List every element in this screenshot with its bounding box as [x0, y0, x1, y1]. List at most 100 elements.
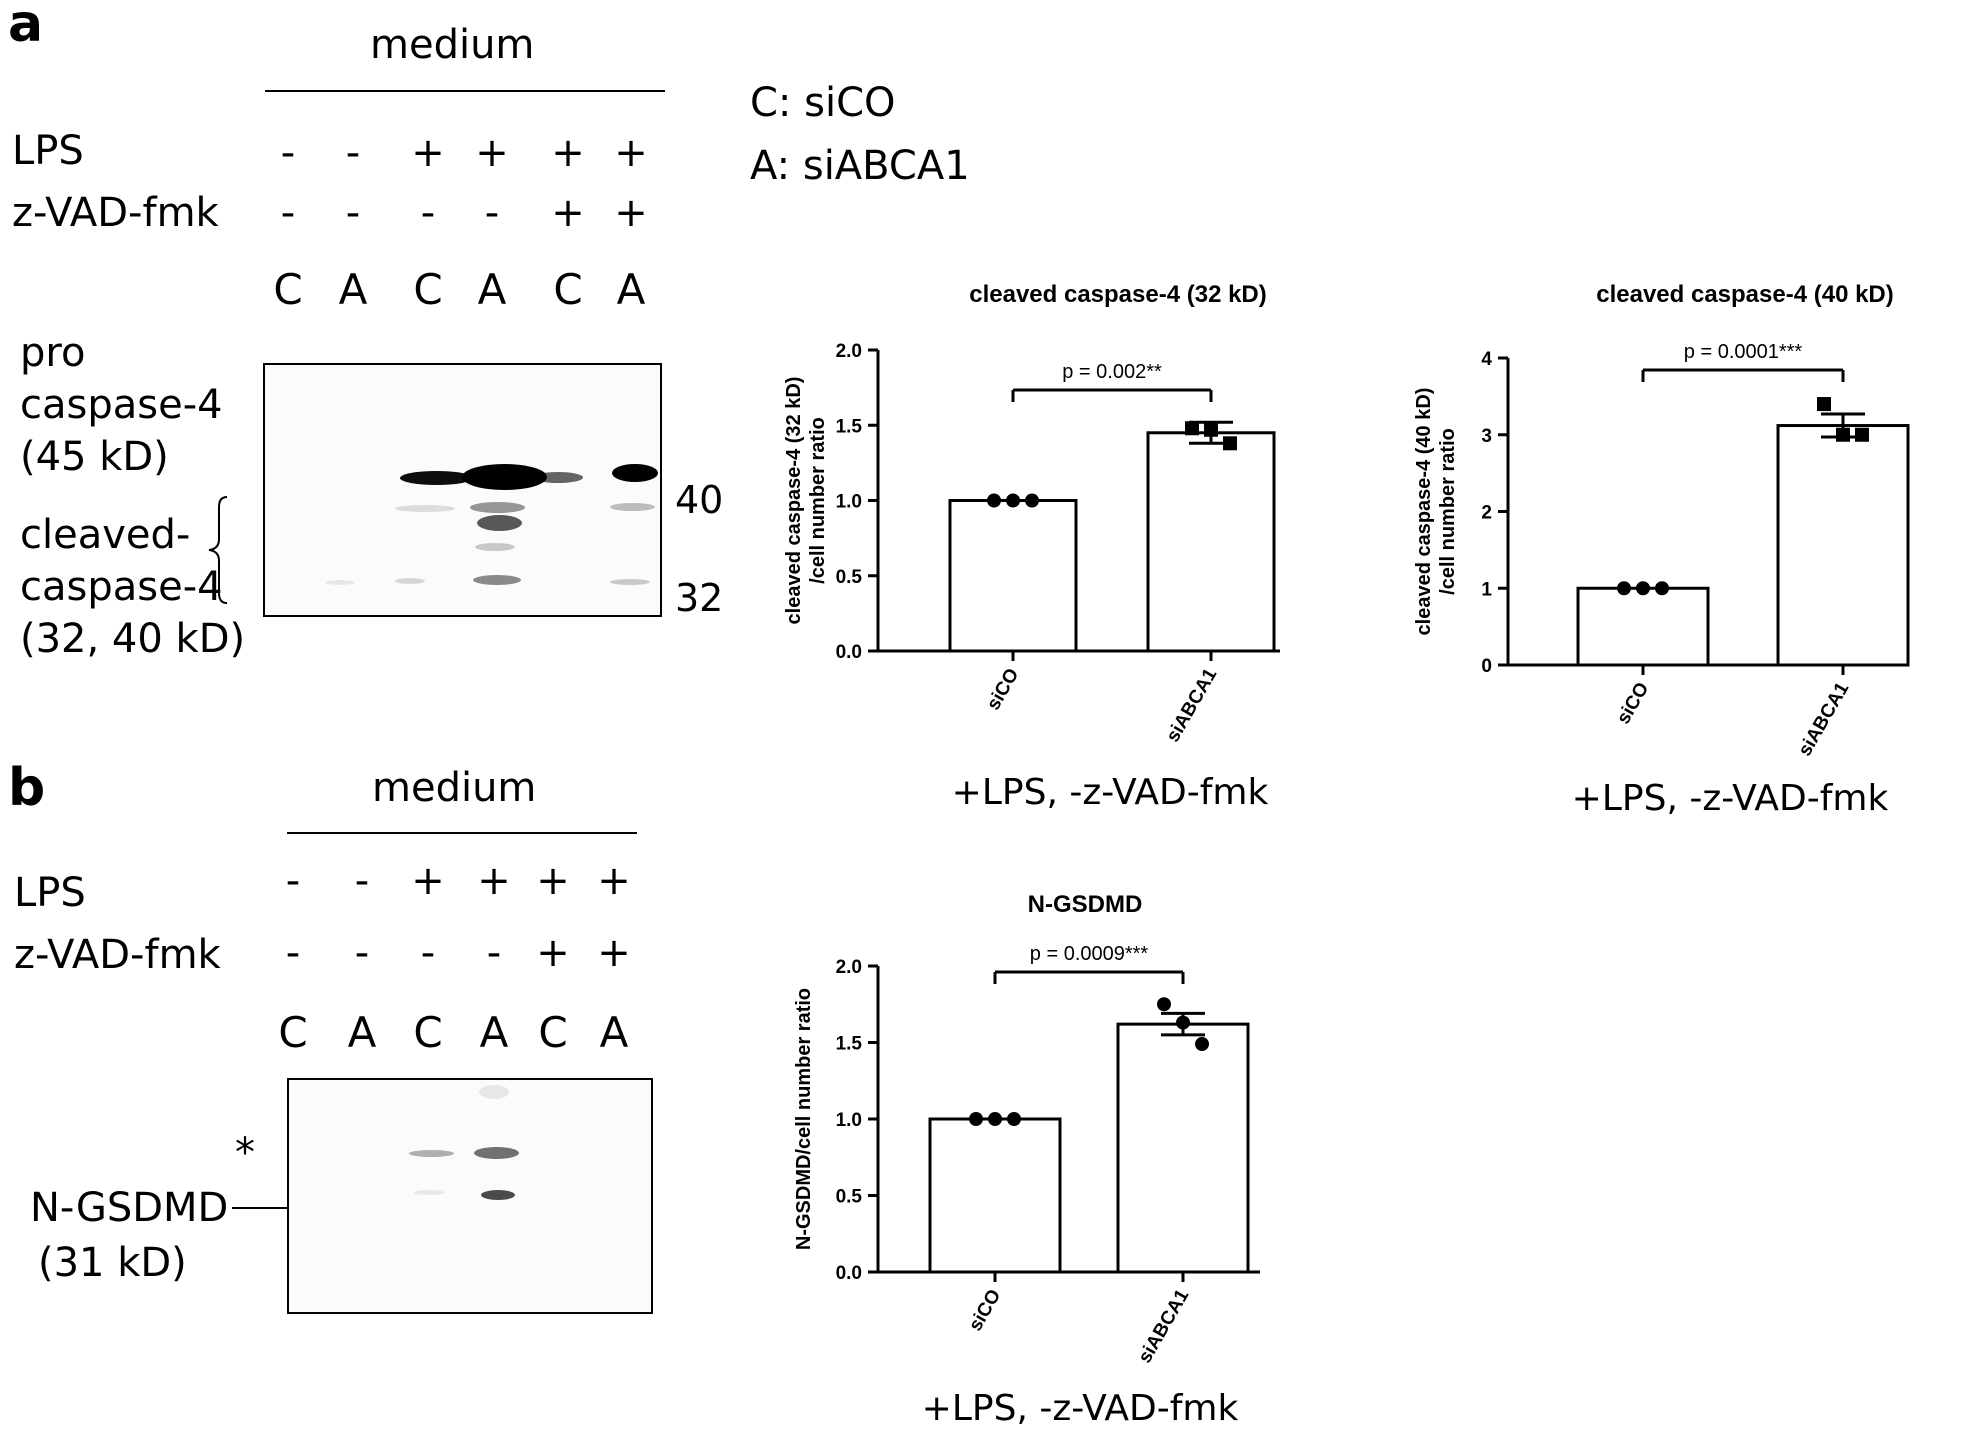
- chart-2-point-0-0: [969, 1112, 983, 1126]
- chart-cleaved-caspase-4-40kd: cleaved caspase-4 (40 kD) 0 1 2 3 4 cleaved ca…: [1413, 281, 1910, 760]
- chart-2-point-0-1: [988, 1112, 1002, 1126]
- chart-0-point-0-2: [1025, 493, 1039, 508]
- chart-1-ytick-label-4: 4: [1481, 349, 1492, 370]
- panel-b-lps-sign-5: +: [597, 858, 631, 904]
- pro-caspase-label-3: (45 kD): [20, 434, 169, 480]
- chart-1-title: cleaved caspase-4 (40 kD): [1596, 281, 1894, 308]
- chart-2-ytick-label-0: 0.0: [836, 1263, 862, 1284]
- chart-2-ylabel-1: N-GSDMD/cell number ratio: [793, 988, 815, 1250]
- cleaved-bracket: [208, 496, 228, 604]
- panel-b-lane-5: A: [599, 1008, 629, 1057]
- chart-2-ytick-label-3: 1.5: [836, 1034, 863, 1055]
- chart-2-title: N-GSDMD: [1028, 891, 1143, 918]
- chart-2-point-1-0: [1157, 997, 1171, 1012]
- chart-0-bar-0: [948, 499, 1078, 653]
- panel-a-lps-sign-4: +: [551, 130, 585, 176]
- n-gsdmd-label-2: (31 kD): [38, 1240, 187, 1286]
- legend-a: A: siABCA1: [750, 143, 970, 189]
- marker-40: 40: [675, 478, 724, 522]
- chart-2-bar-0: [928, 1117, 1062, 1274]
- panel-a-lps-sign-2: +: [411, 130, 445, 176]
- chart-0-ytick-label-0: 0.0: [836, 642, 862, 663]
- marker-32: 32: [675, 576, 724, 620]
- chart-0-point-1-0: [1185, 421, 1199, 436]
- chart-0-bar-1: [1146, 431, 1276, 653]
- panel-b-zvad-sign-0: -: [285, 930, 301, 976]
- chart-2-xtick-label-1: siABCA1: [1134, 1286, 1193, 1367]
- caspase-4-blot: [263, 363, 662, 617]
- panel-a-lps-sign-3: +: [475, 130, 509, 176]
- panel-b-lane-2: C: [413, 1008, 443, 1057]
- panel-b-lps-sign-4: +: [536, 858, 570, 904]
- chart-1-ytick-label-2: 2: [1481, 503, 1492, 524]
- panel-b-lps-row-label: LPS: [14, 870, 86, 916]
- chart-0-ytick-label-1: 0.5: [836, 567, 863, 588]
- chart-2-ytick-label-2: 1.0: [836, 1110, 862, 1131]
- chart-0-point-1-1: [1204, 422, 1218, 437]
- chart-1-xtick-label-1: siABCA1: [1794, 679, 1853, 760]
- chart-1-caption: +LPS, -z-VAD-fmk: [1571, 778, 1889, 819]
- chart-2-bar-1: [1116, 1022, 1250, 1274]
- panel-b-lane-0: C: [278, 1008, 308, 1057]
- chart-0-point-0-0: [987, 493, 1001, 508]
- chart-0-pvalue: p = 0.002**: [1062, 361, 1162, 383]
- chart-0-point-0-1: [1006, 493, 1020, 508]
- panel-a-lane-2: C: [413, 265, 443, 314]
- cleaved-caspase-label-1: cleaved-: [20, 512, 191, 558]
- panel-b-lane-1: A: [347, 1008, 377, 1057]
- panel-b-medium-line: [287, 832, 637, 834]
- chart-1-ylabel-2: /cell number ratio: [1437, 428, 1459, 595]
- cleaved-caspase-label-3: (32, 40 kD): [20, 616, 246, 662]
- chart-0-ylabel-1: cleaved caspase-4 (32 kD): [783, 377, 805, 625]
- panel-a-lane-0: C: [273, 265, 303, 314]
- chart-1-point-0-0: [1617, 581, 1631, 596]
- chart-1-xtick-label-0: siCO: [1613, 679, 1653, 728]
- chart-2-ytick-label-4: 2.0: [836, 957, 862, 978]
- panel-a-lane-1: A: [338, 265, 368, 314]
- chart-1-ylabel-1: cleaved caspase-4 (40 kD): [1413, 388, 1435, 636]
- panel-b-lps-sign-1: -: [354, 858, 370, 904]
- panel-a-zvad-sign-1: -: [345, 190, 361, 236]
- chart-2-xtick-label-0: siCO: [965, 1286, 1005, 1335]
- chart-1-pvalue: p = 0.0001***: [1684, 341, 1803, 363]
- asterisk-mark: *: [235, 1130, 255, 1176]
- n-gsdmd-pointer-line: [232, 1207, 287, 1209]
- panel-a-lps-sign-0: -: [280, 130, 296, 176]
- chart-0-point-1-2: [1223, 436, 1237, 451]
- pro-caspase-label-2: caspase-4: [20, 382, 223, 428]
- chart-2-point-0-2: [1007, 1112, 1021, 1126]
- chart-0-ylabel-2: /cell number ratio: [807, 417, 829, 584]
- panel-b-zvad-sign-3: -: [486, 930, 502, 976]
- panel-a-lps-sign-1: -: [345, 130, 361, 176]
- chart-0-ytick-label-2: 1.0: [836, 492, 862, 513]
- panel-b-zvad-sign-5: +: [597, 930, 631, 976]
- chart-1-ytick-label-0: 0: [1481, 656, 1492, 677]
- panel-a-lane-4: C: [553, 265, 583, 314]
- pro-caspase-label-1: pro: [20, 330, 86, 376]
- panel-a-zvad-row-label: z-VAD-fmk: [12, 190, 219, 236]
- chart-1-point-0-1: [1636, 581, 1650, 596]
- panel-a-lps-row-label: LPS: [12, 128, 84, 174]
- panel-b-zvad-sign-2: -: [420, 930, 436, 976]
- chart-2-point-1-1: [1176, 1015, 1190, 1030]
- panel-b-lane-4: C: [538, 1008, 568, 1057]
- chart-cleaved-caspase-4-32kd: cleaved caspase-4 (32 kD)0.00.51.01.52.0…: [783, 281, 1280, 746]
- panel-a-zvad-sign-2: -: [420, 190, 436, 236]
- panel-b-letter: b: [8, 758, 46, 818]
- panel-a-zvad-sign-3: -: [484, 190, 500, 236]
- chart-2-caption: +LPS, -z-VAD-fmk: [921, 1388, 1239, 1429]
- panel-a-medium-line: [265, 90, 665, 92]
- n-gsdmd-label-1: N-GSDMD: [30, 1185, 229, 1231]
- chart-0-xtick-label-1: siABCA1: [1162, 665, 1221, 746]
- n-gsdmd-blot: [287, 1078, 653, 1314]
- panel-b-lane-3: A: [479, 1008, 509, 1057]
- chart-1-ytick-label-1: 1: [1481, 579, 1492, 600]
- panel-b-medium-label: medium: [372, 765, 537, 811]
- chart-1-ytick-label-3: 3: [1481, 426, 1492, 447]
- chart-0-title: cleaved caspase-4 (32 kD): [969, 281, 1267, 308]
- chart-1-point-0-2: [1655, 581, 1669, 596]
- chart-0-ytick-label-3: 1.5: [836, 416, 863, 437]
- panel-a-medium-label: medium: [370, 22, 535, 68]
- panel-a-letter: a: [8, 0, 44, 54]
